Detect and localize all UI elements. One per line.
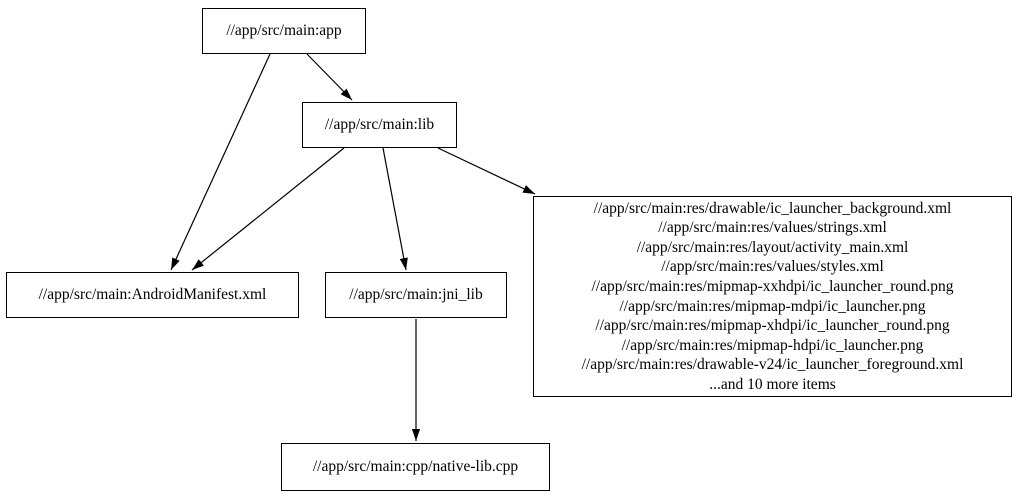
- node-lib-label: //app/src/main:lib: [324, 116, 435, 133]
- node-jni-lib-label: //app/src/main:jni_lib: [349, 286, 483, 303]
- node-jni-lib: //app/src/main:jni_lib: [325, 272, 507, 318]
- node-android-manifest: //app/src/main:AndroidManifest.xml: [6, 272, 299, 318]
- res-file-line: //app/src/main:res/drawable-v24/ic_launc…: [581, 356, 964, 374]
- edge-lib-to-jni-lib: [382, 147, 408, 271]
- edge-lib-to-android-manifest: [191, 147, 345, 271]
- edge-app-to-android-manifest: [170, 53, 271, 271]
- edge-app-to-lib: [306, 53, 353, 101]
- node-android-manifest-label: //app/src/main:AndroidManifest.xml: [38, 286, 267, 303]
- res-file-line: //app/src/main:res/layout/activity_main.…: [636, 238, 909, 256]
- node-app-label: //app/src/main:app: [226, 22, 342, 39]
- node-native-lib-cpp-label: //app/src/main:cpp/native-lib.cpp: [312, 458, 519, 475]
- res-file-line: //app/src/main:res/mipmap-mdpi/ic_launch…: [619, 297, 926, 315]
- res-file-line: //app/src/main:res/mipmap-xhdpi/ic_launc…: [595, 317, 950, 335]
- node-res-files: //app/src/main:res/drawable/ic_launcher_…: [533, 196, 1012, 397]
- res-file-line: //app/src/main:res/values/styles.xml: [661, 258, 884, 276]
- node-app: //app/src/main:app: [202, 8, 366, 54]
- res-file-line: //app/src/main:res/drawable/ic_launcher_…: [593, 199, 952, 217]
- res-file-line: //app/src/main:res/values/strings.xml: [658, 219, 887, 237]
- res-more-items-line: ...and 10 more items: [709, 375, 836, 393]
- node-lib: //app/src/main:lib: [302, 102, 457, 148]
- res-file-line: //app/src/main:res/mipmap-xxhdpi/ic_laun…: [591, 277, 954, 295]
- res-file-line: //app/src/main:res/mipmap-hdpi/ic_launch…: [621, 336, 924, 354]
- node-native-lib-cpp: //app/src/main:cpp/native-lib.cpp: [281, 443, 550, 491]
- edge-lib-to-res-files: [437, 147, 536, 195]
